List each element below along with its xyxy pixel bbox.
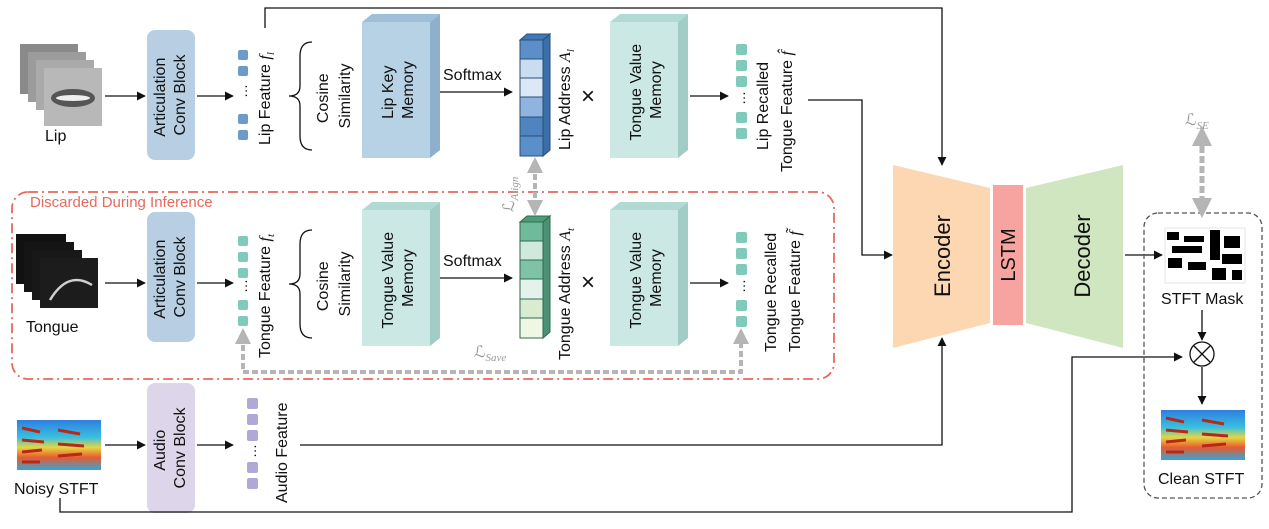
clean-stft-image: [1161, 410, 1245, 460]
tongue-recalled-label: Tongue Recalled Tongue Feature f̃: [763, 227, 804, 352]
tongue-value-memory-top: [610, 14, 688, 158]
lip-address-vector: [518, 32, 552, 158]
stft-mask-label: STFT Mask: [1161, 291, 1244, 308]
tongue-address-vector: [518, 214, 552, 340]
audio-feature-to-encoder-line: [300, 337, 947, 446]
noisy-stft-image: [17, 420, 101, 470]
softmax-tongue-label: Softmax: [443, 253, 502, 270]
tongue-brace: [288, 229, 313, 339]
audio-feature-ellipsis: …: [243, 444, 259, 458]
cosine-similarity-lip: Cosine Similarity: [315, 64, 354, 129]
clean-stft-label: Clean STFT: [1158, 471, 1244, 488]
lip-feature-vector: [238, 50, 248, 140]
tongue-feature-vector: [238, 236, 248, 326]
decoder-block: [1026, 165, 1123, 348]
encoder-block: [893, 165, 990, 348]
lip-image-stack: [20, 44, 102, 126]
lip-key-memory: [362, 14, 440, 158]
se-loss-label: ℒSE: [1185, 112, 1209, 132]
lip-recalled-label: Lip Recalled Tongue Feature f̂: [755, 48, 796, 172]
tongue-value-memory-left: [362, 202, 440, 346]
tongue-value-memory-right-label: Tongue Value Memory: [628, 227, 665, 328]
save-loss-label: ℒSave: [474, 344, 506, 364]
articulation-conv-block-tongue-label: Articulation Conv Block: [152, 235, 189, 319]
encoder-label: Encoder: [930, 215, 955, 297]
save-loss-arrow: [235, 328, 749, 374]
lip-label: Lip: [45, 128, 66, 145]
tongue-feature-label: Tongue Feature ft: [257, 233, 277, 358]
multiply-tongue: ×: [581, 269, 595, 296]
tongue-recalled-ellipsis: …: [732, 279, 748, 293]
stft-mask-image: [1164, 227, 1246, 284]
discarded-label: Discarded During Inference: [30, 194, 213, 211]
tongue-recalled-vector: [736, 232, 747, 327]
tongue-value-memory-top-label: Tongue Value Memory: [628, 39, 665, 140]
lip-address-label: Lip Address Al: [557, 49, 577, 150]
tongue-address-label: Tongue Address At: [557, 227, 577, 360]
multiply-circle: [1189, 341, 1215, 367]
lip-brace: [288, 41, 313, 151]
lip-recalled-to-encoder-line: [808, 99, 893, 260]
lip-key-memory-label: Lip Key Memory: [380, 61, 417, 119]
audio-feature-label: Audio Feature: [274, 402, 291, 503]
multiply-lip: ×: [581, 83, 595, 110]
tongue-image-stack: [16, 234, 98, 308]
articulation-conv-block-lip: [147, 30, 195, 160]
softmax-lip-label: Softmax: [443, 67, 502, 84]
tongue-feature-ellipsis: …: [234, 279, 250, 293]
lip-recalled-vector: [736, 44, 747, 139]
decoder-label: Decoder: [1070, 214, 1095, 297]
lip-feature-skip-line: [264, 7, 947, 166]
articulation-conv-block-lip-label: Articulation Conv Block: [152, 53, 189, 137]
tongue-value-memory-left-label: Tongue Value Memory: [380, 227, 417, 328]
discarded-region: [11, 191, 835, 380]
audio-conv-block-label: Audio Conv Block: [152, 407, 189, 489]
lip-feature-ellipsis: …: [234, 84, 250, 98]
articulation-conv-block-tongue: [147, 212, 195, 342]
audio-conv-block: [147, 383, 195, 513]
audio-feature-vector: [247, 398, 258, 489]
tongue-label: Tongue: [26, 319, 79, 336]
lip-feature-label: Lip Feature fl: [257, 52, 277, 145]
tongue-value-memory-right: [610, 202, 688, 346]
lstm-label: LSTM: [998, 228, 1020, 281]
cosine-similarity-tongue: Cosine Similarity: [315, 252, 354, 317]
lstm-block: [993, 185, 1023, 325]
align-loss-label: ℒAlign: [501, 176, 521, 212]
noisy-stft-label: Noisy STFT: [14, 481, 99, 498]
noisy-stft-skip-line: [59, 352, 1183, 513]
lip-recalled-ellipsis: …: [732, 91, 748, 105]
